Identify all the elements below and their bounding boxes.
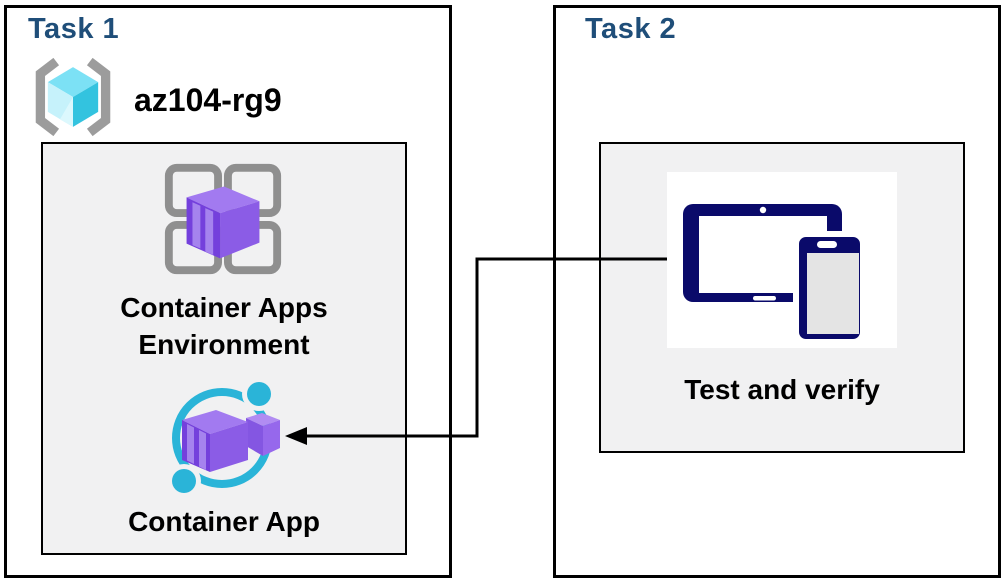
- devices-icon: [667, 172, 897, 348]
- task1-title: Task 1: [28, 13, 120, 45]
- container-apps-environment-label: Container Apps Environment: [120, 292, 328, 360]
- devices-icon-patch: [667, 172, 897, 348]
- connector-arrow: [285, 257, 667, 445]
- resource-group-icon: [26, 56, 120, 143]
- test-and-verify-label: Test and verify: [684, 374, 880, 405]
- task2-title: Task 2: [585, 13, 677, 45]
- resource-group-name: az104-rg9: [134, 82, 282, 118]
- container-app-label: Container App: [128, 506, 320, 537]
- container-apps-environment-icon: [159, 159, 287, 281]
- container-app-icon: [158, 372, 288, 502]
- resource-group: az104-rg9: [26, 56, 282, 143]
